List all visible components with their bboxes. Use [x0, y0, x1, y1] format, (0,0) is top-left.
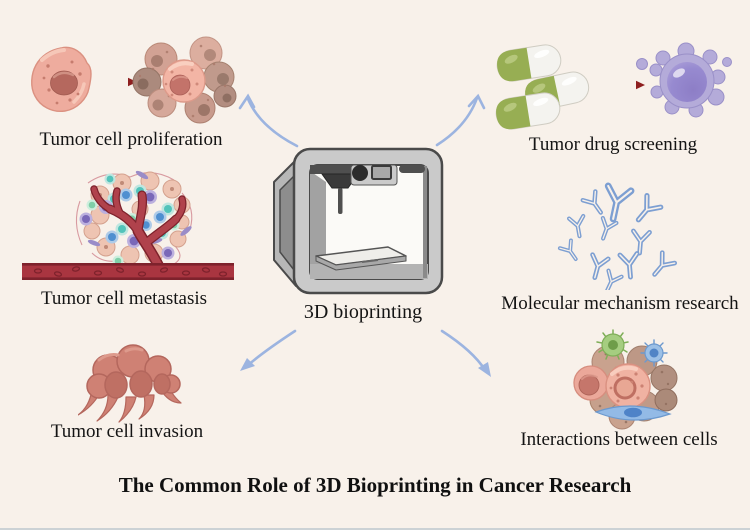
printhead-cone — [321, 173, 359, 189]
label-tumor-cell-proliferation: Tumor cell proliferation — [39, 129, 223, 150]
printhead-nozzle — [338, 188, 343, 214]
label-tumor-cell-metastasis: Tumor cell metastasis — [40, 288, 208, 309]
tumor-drug-screening-icon — [493, 42, 732, 132]
blue-immune-cell — [640, 339, 668, 367]
display-screen — [371, 165, 392, 180]
printhead-rail — [310, 165, 362, 174]
arrow-to-bottom-left — [245, 329, 297, 368]
drug-capsules — [493, 42, 593, 132]
red-blood-cells — [33, 266, 228, 277]
arrowhead-top-left — [238, 93, 256, 110]
arrow-to-bottom-right — [440, 329, 487, 372]
arrow-to-top-left — [246, 97, 299, 148]
blood-vessel — [22, 263, 234, 280]
arrow-to-top-right — [435, 96, 479, 147]
bottom-edge-line — [0, 528, 750, 530]
label-molecular-mechanism-research: Molecular mechanism research — [501, 293, 739, 314]
green-immune-cell — [596, 329, 629, 360]
tumor-vessel-tree — [90, 185, 187, 275]
tumor-cell-proliferation-icon — [31, 36, 237, 124]
label-interactions-between-cells: Interactions between cells — [520, 429, 718, 450]
label-tumor-drug-screening: Tumor drug screening — [528, 134, 698, 155]
pink-tumor-cells — [573, 363, 651, 409]
single-tumor-cell — [31, 46, 92, 113]
proliferation-arrow — [96, 77, 137, 87]
tumor-lobes — [86, 344, 181, 399]
figure-title: The Common Role of 3D Bioprinting in Can… — [118, 473, 632, 497]
tumor-cell-cluster — [132, 36, 237, 124]
molecular-mechanism-icon — [557, 180, 685, 290]
tumor-cell-metastasis-icon — [22, 170, 234, 280]
blue-cells — [105, 188, 167, 244]
purple-tumor-cell — [636, 42, 732, 118]
center-label: 3D bioprinting — [303, 301, 423, 323]
arrowhead-bottom-right — [478, 362, 491, 377]
label-tumor-cell-invasion: Tumor cell invasion — [50, 421, 204, 442]
arrowhead-top-right — [467, 93, 486, 110]
interactions-between-cells-icon — [573, 329, 678, 430]
control-knob — [352, 165, 368, 181]
fibroblast-spindle-cell — [594, 405, 672, 421]
top-slot — [399, 165, 425, 173]
3d-bioprinter-icon — [273, 147, 444, 295]
arrowhead-bottom-left — [240, 358, 255, 371]
antibodies — [557, 186, 675, 290]
tumor-cell-invasion-icon — [78, 344, 182, 423]
screening-arrow — [592, 80, 645, 90]
